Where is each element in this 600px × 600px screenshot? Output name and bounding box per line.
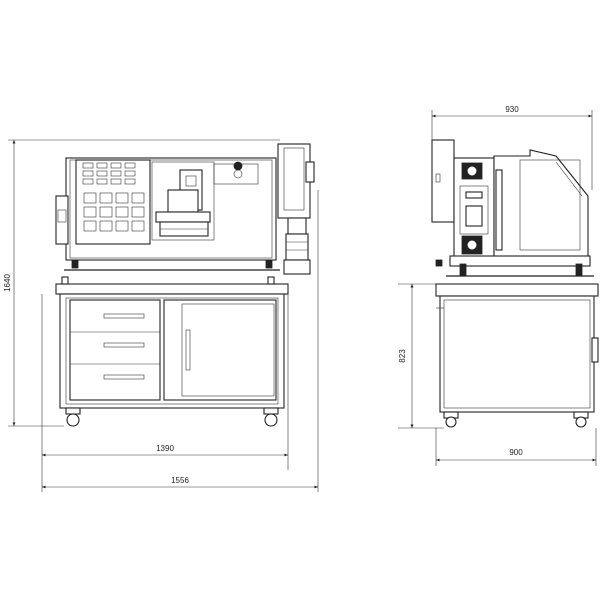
side-view bbox=[431, 139, 599, 428]
control-keypad bbox=[75, 159, 151, 245]
cabinet-top bbox=[55, 283, 289, 295]
keypad-upper-buttons bbox=[82, 162, 136, 185]
front-view bbox=[55, 143, 315, 427]
drawer-handle bbox=[103, 342, 145, 348]
dimension-label-side-top-depth: 930 bbox=[505, 105, 519, 114]
enclosure-hood bbox=[493, 149, 589, 257]
emergency-stop-icon bbox=[233, 161, 243, 171]
drawer-handle bbox=[103, 313, 145, 319]
drawer-handle bbox=[103, 374, 145, 380]
dimension-label-height: 1640 bbox=[3, 274, 12, 292]
side-panel bbox=[55, 195, 69, 245]
side-cabinet-body bbox=[439, 295, 595, 413]
dimension-label-side-base-depth: 900 bbox=[509, 448, 523, 457]
caster-wheels bbox=[65, 407, 279, 427]
drawer-unit bbox=[69, 299, 161, 401]
dimension-label-side-height: 823 bbox=[398, 349, 407, 363]
door-handle bbox=[185, 329, 191, 371]
dimension-label-inner-width: 1390 bbox=[156, 444, 174, 453]
cabinet-door bbox=[163, 299, 277, 401]
motor-column bbox=[277, 143, 311, 219]
side-cabinet-top bbox=[435, 283, 599, 297]
side-dimensions bbox=[398, 110, 597, 466]
side-rear-panel bbox=[431, 139, 455, 223]
dimension-label-overall-width: 1556 bbox=[171, 476, 189, 485]
front-dimensions bbox=[8, 139, 319, 492]
keypad-lower-buttons bbox=[83, 192, 145, 232]
work-area bbox=[151, 161, 215, 241]
side-caster-wheels bbox=[443, 411, 589, 428]
